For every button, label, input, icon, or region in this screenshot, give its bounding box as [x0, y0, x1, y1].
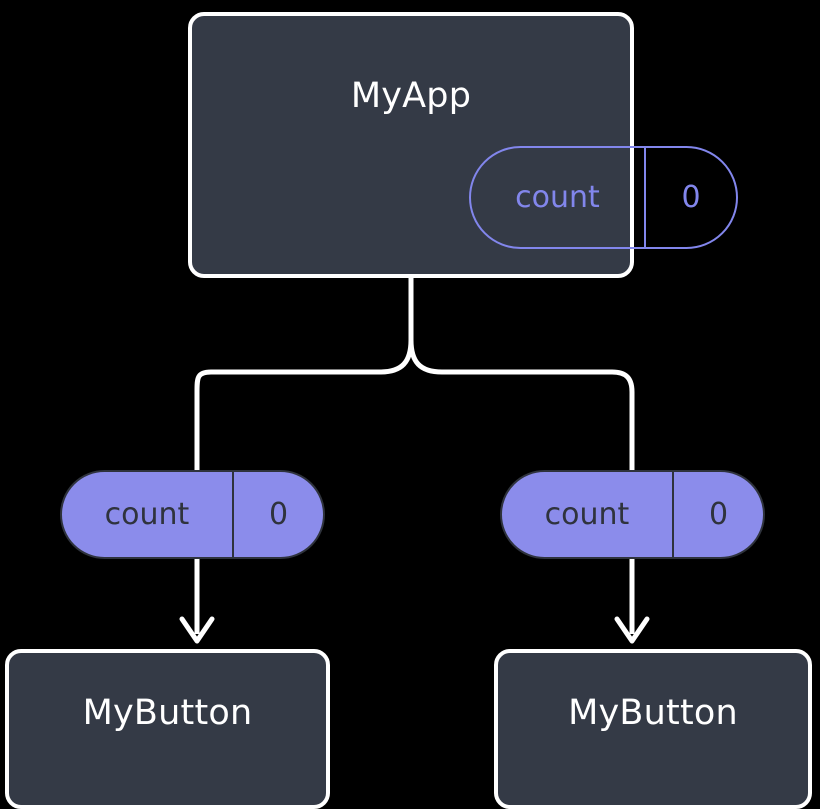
arrow-right-pill-to-button [614, 559, 650, 644]
arrow-left-pill-to-button [179, 559, 215, 644]
component-node-myapp[interactable]: MyApp count 0 [188, 12, 738, 278]
prop-pill-key: count [502, 472, 674, 557]
state-pill-key: count [471, 148, 646, 247]
component-label-myapp: MyApp [350, 76, 472, 116]
diagram-canvas: MyApp count 0 count 0 count 0 MyButton M… [5, 12, 812, 809]
component-label-mybutton: MyButton [82, 693, 253, 733]
component-node-mybutton-right[interactable]: MyButton [494, 649, 812, 809]
prop-pill-count-left[interactable]: count 0 [60, 470, 325, 559]
prop-pill-value: 0 [268, 496, 289, 532]
component-node-mybutton-left[interactable]: MyButton [5, 649, 330, 809]
state-pill-value: 0 [681, 179, 701, 215]
prop-pill-count-right[interactable]: count 0 [500, 470, 765, 559]
branch-connector-edge [408, 274, 635, 473]
branch-connector-edge-left [194, 337, 414, 473]
prop-pill-value: 0 [708, 496, 729, 532]
state-pill-count[interactable]: count 0 [469, 146, 738, 249]
component-label-mybutton: MyButton [568, 693, 738, 733]
prop-pill-key: count [62, 472, 234, 557]
